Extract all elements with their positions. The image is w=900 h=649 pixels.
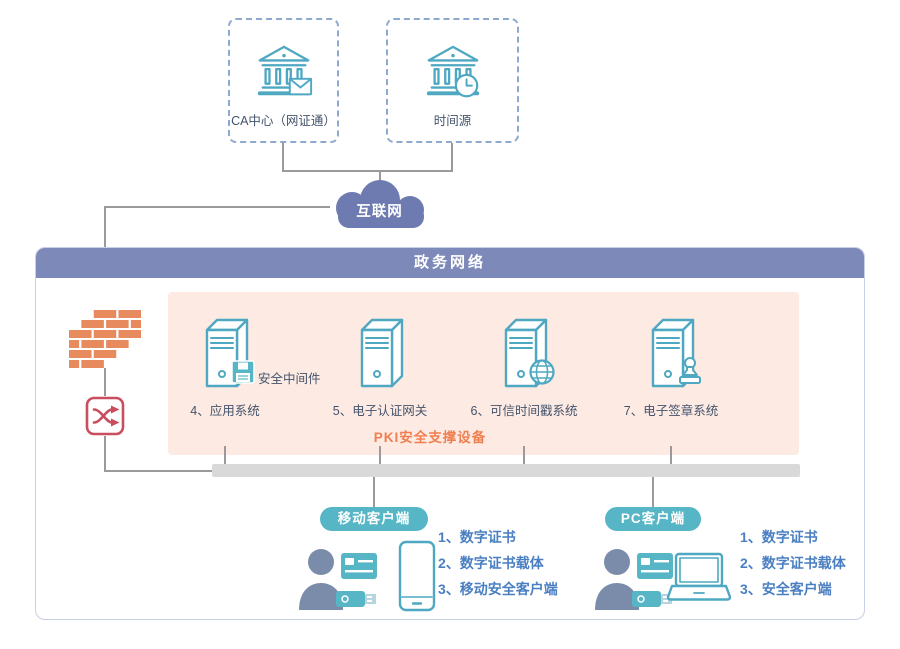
server-application-system: 4、应用系统 <box>190 312 260 418</box>
time-source-label: 时间源 <box>433 114 472 128</box>
connector-to-busbar <box>104 470 214 472</box>
connector-pc-drop <box>652 477 654 508</box>
connector-ca-down <box>282 143 284 172</box>
pc-certificate-card-icon <box>637 553 673 584</box>
server-seal-icon <box>651 318 695 388</box>
connector-mobile-drop <box>373 477 375 508</box>
pc-client-pill: PC客户端 <box>605 507 701 531</box>
internet-label: 互联网 <box>356 204 403 220</box>
server-middleware-icon <box>205 318 249 388</box>
connector-time-down <box>451 143 453 172</box>
ca-center-label: CA中心（网证通） <box>231 114 336 128</box>
network-busbar <box>212 464 800 477</box>
mobile-client-pill: 移动客户端 <box>320 507 428 531</box>
pc-list-item-2: 2、数字证书载体 <box>740 555 846 571</box>
pc-client-list: 1、数字证书 2、数字证书载体 3、安全客户端 <box>740 524 846 602</box>
bank-certificate-icon <box>253 42 315 109</box>
bank-clock-icon <box>422 42 484 109</box>
network-title: 政务网络 <box>36 248 864 278</box>
laptop-icon <box>666 552 732 607</box>
node-time-source: 时间源 <box>386 18 519 143</box>
server4-label: 7、电子签章系统 <box>623 404 719 418</box>
server-auth-gateway: 5、电子认证网关 <box>333 312 427 418</box>
middleware-badge: 安全中间件 <box>258 372 321 386</box>
mobile-list-item-2: 2、数字证书载体 <box>438 555 544 571</box>
mobile-client-list: 1、数字证书 2、数字证书载体 3、移动安全客户端 <box>438 524 558 602</box>
mobile-user-icon <box>298 548 344 615</box>
connector-cloud-drop <box>379 170 381 184</box>
connector-server1-bus <box>224 446 226 464</box>
mobile-usb-token-icon <box>336 588 378 615</box>
connector-server2-bus <box>379 446 381 464</box>
cloud-icon <box>336 180 424 228</box>
mobile-certificate-card-icon <box>341 553 377 584</box>
floppy-disk-icon <box>231 360 255 389</box>
pki-caption: PKI安全支撑设备 <box>373 430 487 445</box>
connector-bridge <box>282 170 453 172</box>
node-ca-center: CA中心（网证通） <box>228 18 339 143</box>
globe-icon <box>528 358 556 391</box>
server2-label: 5、电子认证网关 <box>332 404 428 418</box>
pc-usb-token-icon <box>632 588 674 615</box>
connector-cloud-to-left <box>104 206 330 208</box>
server-seal-system: 7、电子签章系统 <box>624 312 718 418</box>
connector-server4-bus <box>670 446 672 464</box>
stamp-icon <box>677 356 703 391</box>
pc-user-icon <box>594 548 640 615</box>
server-gateway-icon <box>360 318 404 388</box>
pc-list-item-3: 3、安全客户端 <box>740 581 832 597</box>
firewall-icon <box>69 310 141 373</box>
server-timestamp-system: 6、可信时间戳系统 <box>471 312 577 418</box>
connector-server3-bus <box>523 446 525 464</box>
connector-switch-down <box>104 436 106 472</box>
server3-label: 6、可信时间戳系统 <box>470 404 578 418</box>
internet-cloud: 互联网 <box>322 178 437 228</box>
tablet-icon <box>398 540 436 617</box>
server1-label: 4、应用系统 <box>190 404 260 418</box>
pc-list-item-1: 1、数字证书 <box>740 529 818 545</box>
mobile-list-item-3: 3、移动安全客户端 <box>438 581 558 597</box>
switch-icon <box>85 396 125 441</box>
connector-firewall-switch <box>104 368 106 396</box>
mobile-list-item-1: 1、数字证书 <box>438 529 516 545</box>
